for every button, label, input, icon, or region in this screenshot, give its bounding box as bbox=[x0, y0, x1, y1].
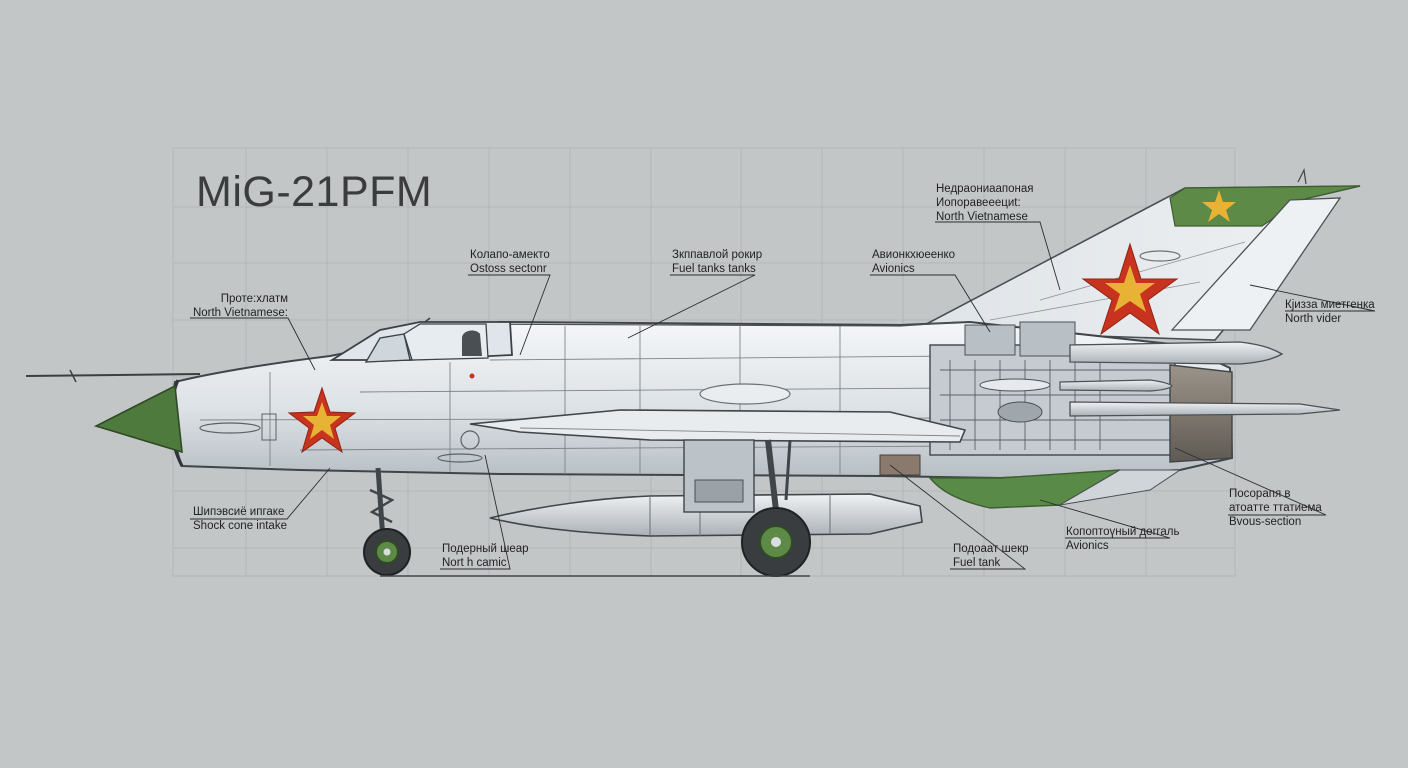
callout-line: Авионкхюеенко bbox=[872, 249, 956, 261]
callout-line: Ostoss sectonr bbox=[470, 263, 547, 275]
drop-tank bbox=[489, 493, 923, 537]
callout-line: Подерный шеар bbox=[442, 543, 529, 555]
callout-line: North vider bbox=[1285, 313, 1342, 325]
callout-tail-text: Недраониаапоная Иопоравееециt: North Vie… bbox=[936, 182, 1034, 224]
callout-line: Колапо-амекто bbox=[470, 249, 550, 261]
pitot-probe bbox=[25, 369, 201, 383]
callout-line: Шипэвсиё ипгаке bbox=[193, 506, 285, 518]
leader-lines bbox=[190, 221, 1376, 570]
callout-fuel-lower: Подоаат шекр Fuel tank bbox=[953, 542, 1029, 570]
callout-intake: Шипэвсиё ипгаке Shock cone intake bbox=[193, 505, 287, 533]
callout-avionics-upper: Авионкхюеенко Avionics bbox=[872, 248, 955, 276]
callout-nose-upper: Проте:хлатм North Vietnamese: bbox=[192, 292, 288, 320]
callout-line: Nort h camic bbox=[442, 557, 507, 569]
callout-line: Avionics bbox=[872, 263, 915, 275]
canopy bbox=[328, 317, 513, 363]
callout-line: North Vietnamese bbox=[936, 211, 1028, 223]
callout-line: Недраониаапоная bbox=[936, 183, 1034, 195]
page-title: MiG-21PFM bbox=[196, 168, 433, 216]
callout-line: Кјизза миетгенка bbox=[1285, 299, 1375, 311]
callout-line: Посорапя в bbox=[1229, 488, 1291, 500]
callout-gear: Подерный шеар Nort h camic bbox=[442, 542, 529, 570]
fuselage-star bbox=[287, 386, 357, 454]
callout-line: Копоптоүный деrгаль bbox=[1066, 526, 1180, 538]
callout-line: Bvous-section bbox=[1229, 516, 1302, 528]
fin-tip-star bbox=[1202, 190, 1236, 222]
callout-line: Fuel tanks tanks bbox=[672, 263, 756, 275]
vertical-fin bbox=[911, 168, 1361, 341]
callout-avionics-lower: Копоптоүный деrгаль Avionics bbox=[1066, 525, 1179, 553]
callout-line: Проте:хлатм bbox=[220, 293, 288, 305]
callout-line: Зкппавлой рокир bbox=[672, 249, 763, 261]
callout-fin: Кјизза миетгенка North vider bbox=[1285, 298, 1375, 326]
rear-missiles bbox=[1059, 341, 1341, 417]
callout-section: Посорапя в атоатте ттатиема Bvous-sectio… bbox=[1229, 487, 1322, 529]
main-landing-gear bbox=[741, 439, 811, 577]
callout-line: Fuel tank bbox=[953, 557, 1001, 569]
nose-landing-gear bbox=[363, 467, 411, 576]
callout-line: атоатте ттатиема bbox=[1229, 502, 1322, 514]
main-wing bbox=[469, 409, 967, 443]
callout-line: Shock cone intake bbox=[193, 520, 287, 532]
shock-cone bbox=[93, 384, 183, 454]
callout-line: Avionics bbox=[1066, 540, 1109, 552]
callout-cockpit: Колапо-амекто Ostoss sectonr bbox=[470, 248, 550, 276]
callout-line: Иопоравееециt: bbox=[936, 197, 1021, 209]
callout-line: North Vietnamese: bbox=[192, 307, 288, 319]
callout-fuel-upper: Зкппавлой рокир Fuel tanks tanks bbox=[672, 248, 762, 276]
callout-line: Подоаат шекр bbox=[953, 543, 1029, 555]
fin-star bbox=[1081, 242, 1179, 336]
